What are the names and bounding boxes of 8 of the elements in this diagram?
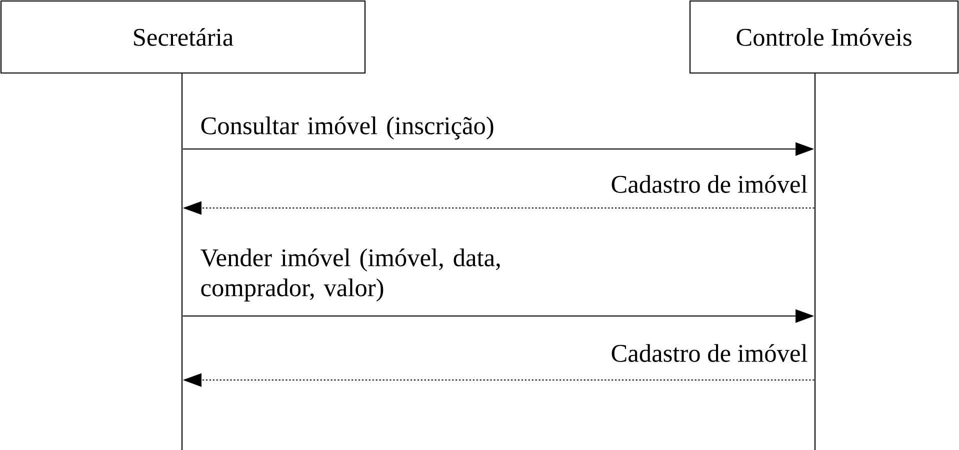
message-label: Cadastro de imóvel [612,344,808,362]
actor-name: Secretária [134,28,234,46]
message-label: Consultar imóvel (inscrição) [201,116,494,140]
actor-box [0,0,366,74]
message-label: Cadastro de imóvel [612,175,808,193]
actor-box [689,0,959,74]
message-label: Vender imóvel (imóvel, data, comprador, valor) [200,248,500,302]
actor-name: Controle Imóveis [736,28,912,46]
